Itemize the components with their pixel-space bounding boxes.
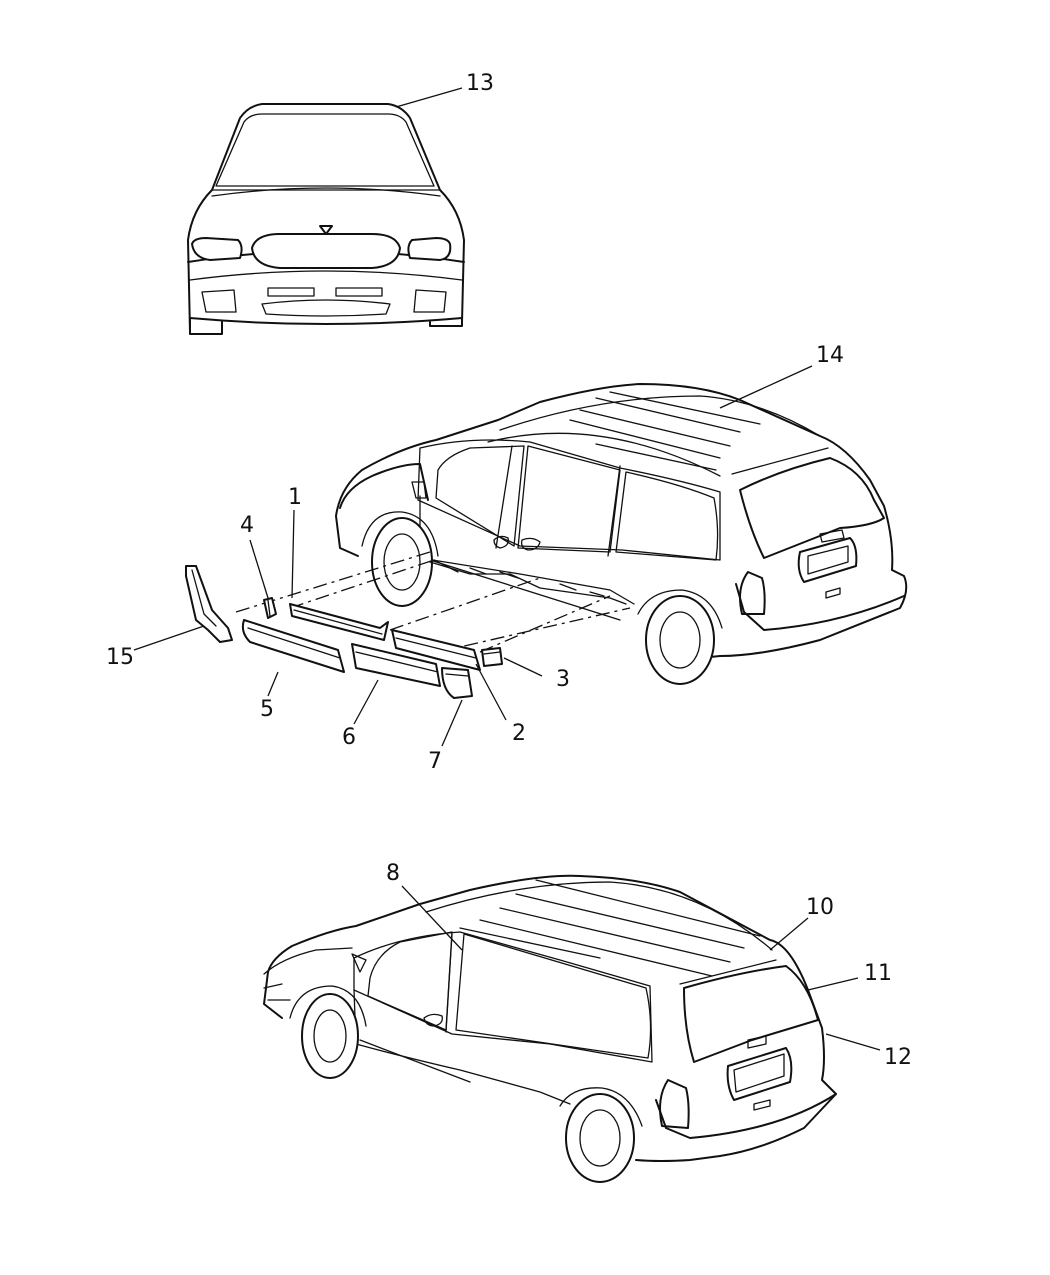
- part-15-pillar-trim: [185, 565, 233, 643]
- van-rear-view: [263, 874, 881, 1183]
- leader-lines: [133, 509, 543, 747]
- part-7-rear-end-molding: [441, 667, 473, 699]
- callout-14: 14: [816, 343, 844, 368]
- part-4-end-cap: [263, 597, 277, 619]
- callout-8: 8: [386, 861, 400, 886]
- callout-6: 6: [342, 725, 356, 750]
- callout-1: 1: [288, 485, 302, 510]
- callout-15: 15: [106, 645, 134, 670]
- part-3-clip: [481, 647, 503, 667]
- part-2-lower-molding: [391, 629, 481, 671]
- callout-13: 13: [466, 71, 494, 96]
- van-side-view-moldings: [235, 365, 908, 685]
- part-6-rear-door-molding: [351, 643, 441, 687]
- callout-5: 5: [260, 697, 274, 722]
- van-front-view: [187, 87, 465, 335]
- callout-12: 12: [884, 1045, 912, 1070]
- callout-3: 3: [556, 667, 570, 692]
- callout-11: 11: [864, 961, 892, 986]
- callout-10: 10: [806, 895, 834, 920]
- callout-2: 2: [512, 721, 526, 746]
- callout-7: 7: [428, 749, 442, 774]
- callout-4: 4: [240, 513, 254, 538]
- molding-parts: [185, 565, 503, 699]
- part-5-front-door-molding: [241, 619, 345, 673]
